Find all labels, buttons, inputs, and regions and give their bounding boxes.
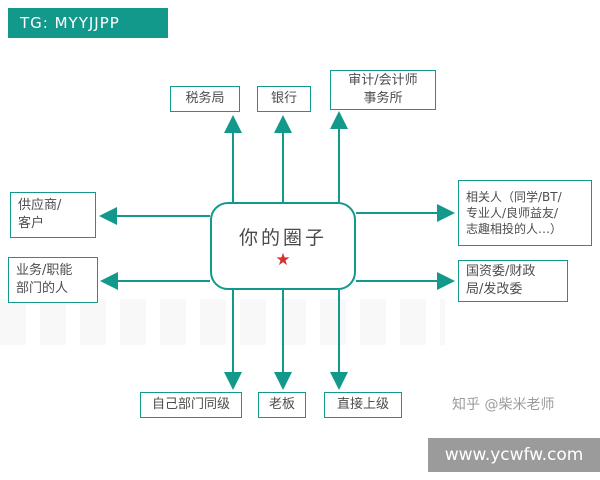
tg-banner: TG: MYYJJPP <box>8 8 168 38</box>
node-tax-bureau: 税务局 <box>170 86 240 112</box>
hub-label: 你的圈子 <box>238 227 327 249</box>
node-related-people: 相关人（同学/BT/ 专业人/良师益友/ 志趣相投的人…） <box>458 180 592 246</box>
hub-your-circle: 你的圈子 ★ <box>210 202 356 290</box>
site-watermark-bar: www.ycwfw.com <box>428 438 600 472</box>
node-audit-firm: 审计/会计师 事务所 <box>330 70 436 110</box>
node-suppliers-customers: 供应商/ 客户 <box>10 192 96 238</box>
zhihu-credit: 知乎 @柴米老师 <box>452 397 555 413</box>
node-same-level-colleagues: 自己部门同级 <box>140 392 242 418</box>
background-watermark <box>0 299 445 345</box>
node-bank: 银行 <box>257 86 311 112</box>
site-url: www.ycwfw.com <box>444 445 584 465</box>
node-direct-superior: 直接上级 <box>324 392 402 418</box>
node-gov-agencies: 国资委/财政 局/发改委 <box>458 260 568 302</box>
star-icon: ★ <box>275 250 291 270</box>
tg-banner-label: TG: MYYJJPP <box>20 14 120 32</box>
node-boss: 老板 <box>258 392 306 418</box>
node-business-dept: 业务/职能 部门的人 <box>8 257 98 303</box>
